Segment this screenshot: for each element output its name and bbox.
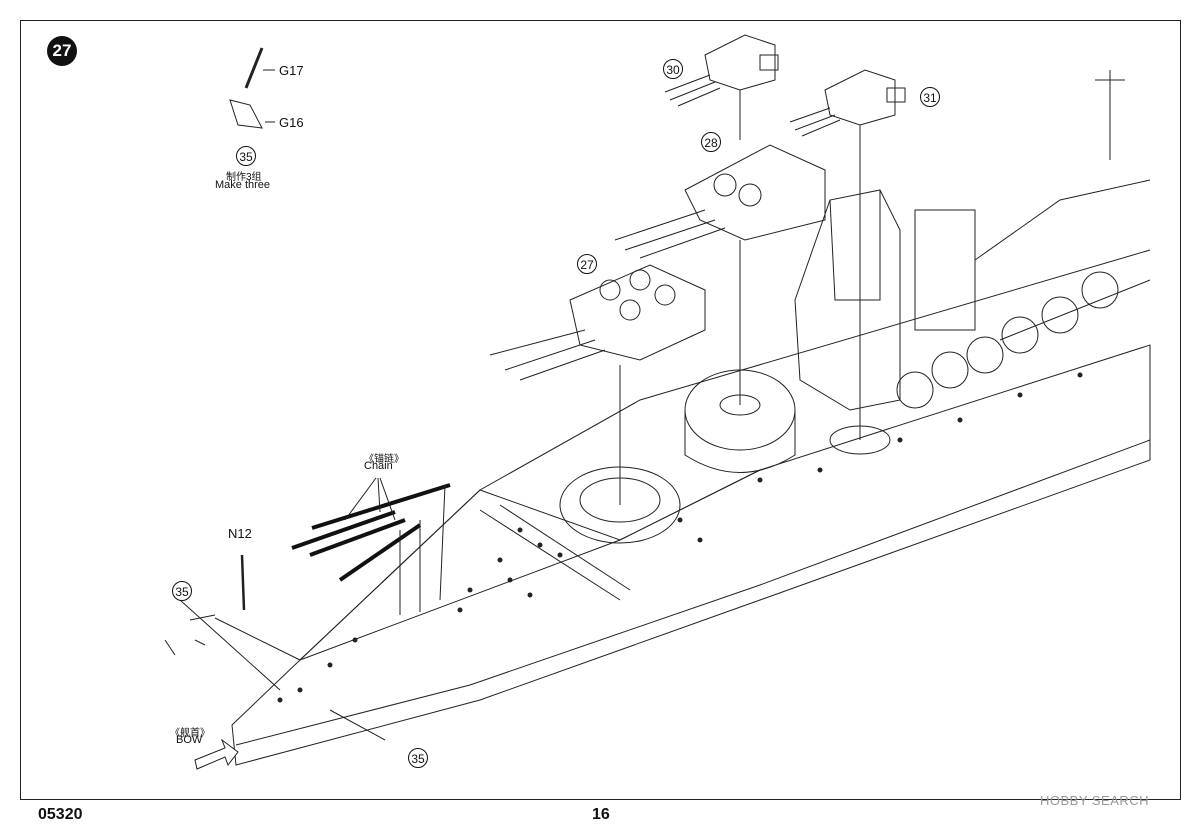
part-label-n12: N12	[228, 526, 252, 541]
product-code: 05320	[38, 806, 83, 823]
callout-turret-27: 27	[577, 254, 597, 274]
part-label-g16: G16	[279, 115, 304, 130]
chain-1	[311, 483, 451, 530]
superstructure	[794, 189, 901, 411]
hull-outline	[231, 344, 1151, 766]
chain-label-chinese: 《锚链》	[364, 454, 404, 465]
chain-2	[291, 510, 396, 550]
make-three-english: Make three	[215, 179, 271, 191]
bow-arrow	[194, 738, 239, 770]
callout-ref-35-bottom: 35	[408, 748, 428, 768]
bow-label-chinese: 《舰首》	[170, 728, 210, 739]
turret-31-body	[824, 69, 896, 126]
callout-turret-30: 30	[663, 59, 683, 79]
chain-3	[309, 518, 406, 557]
make-three-chinese: 制作3组	[226, 172, 262, 183]
turret-27-body	[569, 264, 706, 361]
step-number-badge: 27	[47, 36, 77, 66]
callout-turret-28: 28	[701, 132, 721, 152]
chain-label-english: Chain	[364, 460, 393, 472]
callout-turret-31: 31	[920, 87, 940, 107]
watermark-text: HOBBY SEARCH	[1040, 793, 1150, 808]
turret-28-body	[684, 144, 826, 241]
part-label-g17: G17	[279, 63, 304, 78]
part-g17	[244, 47, 264, 89]
instruction-page-frame	[20, 20, 1181, 800]
turret-30-body	[704, 34, 776, 91]
chain-4	[338, 523, 422, 582]
deck-edge	[299, 249, 1151, 661]
make-three-ref-callout: 35	[236, 146, 256, 166]
part-g16	[229, 99, 263, 129]
part-n12	[240, 554, 246, 611]
page-number: 16	[592, 806, 610, 823]
callout-ref-35-left: 35	[172, 581, 192, 601]
bow-label-english: BOW	[176, 734, 203, 746]
hull-side-line	[235, 439, 1151, 746]
